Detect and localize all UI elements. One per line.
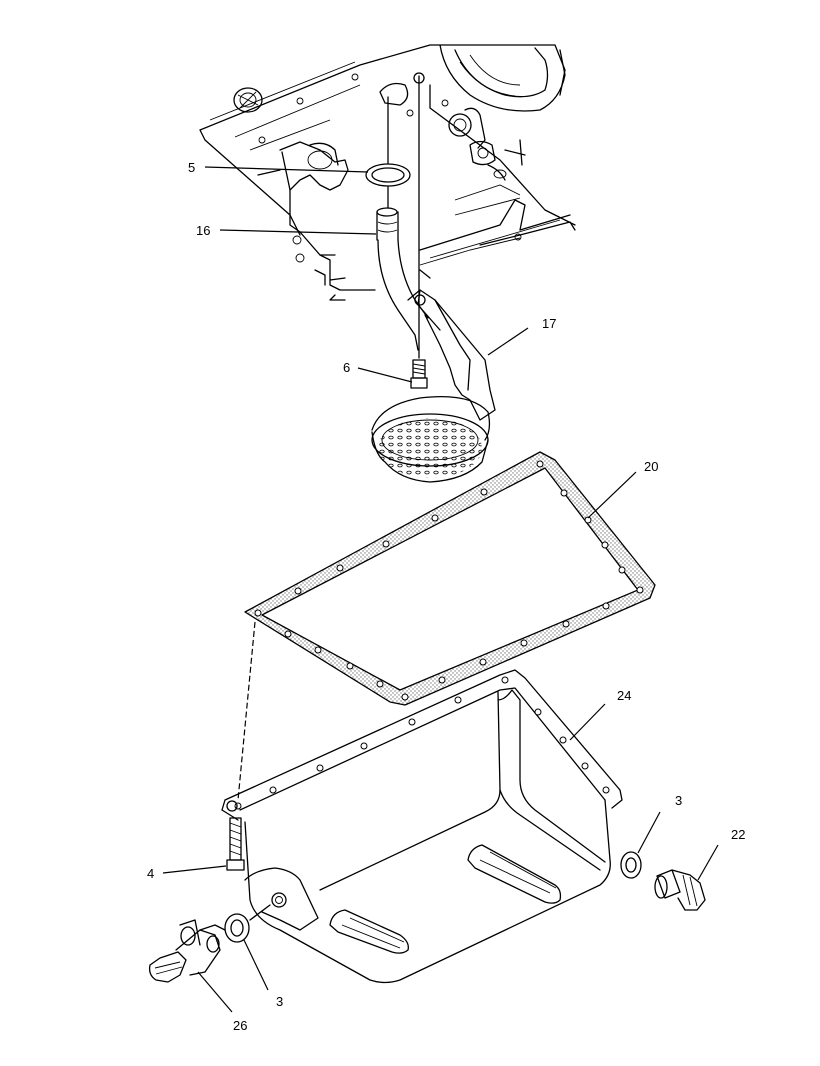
callout-24: 24 (617, 688, 631, 703)
callout-labels: 5 16 17 6 20 24 3 22 4 3 26 (147, 160, 745, 1033)
leader-lines (162, 166, 719, 1013)
callout-22: 22 (731, 827, 745, 842)
washer-part-3-right (620, 851, 642, 879)
suction-tube-part-16 (376, 207, 429, 351)
drain-plug-part-22 (654, 869, 706, 911)
callout-16: 16 (196, 223, 210, 238)
callout-3-left: 3 (276, 994, 283, 1009)
callout-4: 4 (147, 866, 154, 881)
o-ring-part-5 (365, 163, 411, 187)
washer-part-3-left (224, 904, 271, 943)
gasket-part-20 (244, 451, 656, 706)
callout-20: 20 (644, 459, 658, 474)
callout-6: 6 (343, 360, 350, 375)
callout-26: 26 (233, 1018, 247, 1033)
bolt-part-6 (410, 72, 428, 389)
callout-17: 17 (542, 316, 556, 331)
engine-block (199, 44, 576, 301)
oil-pan-part-24 (221, 669, 623, 984)
suction-bell-part-17 (371, 289, 496, 483)
drain-valve-part-26 (148, 919, 226, 983)
stud-part-4 (226, 800, 245, 871)
callout-3-right: 3 (675, 793, 682, 808)
callout-5: 5 (188, 160, 195, 175)
alignment-line (237, 621, 256, 801)
